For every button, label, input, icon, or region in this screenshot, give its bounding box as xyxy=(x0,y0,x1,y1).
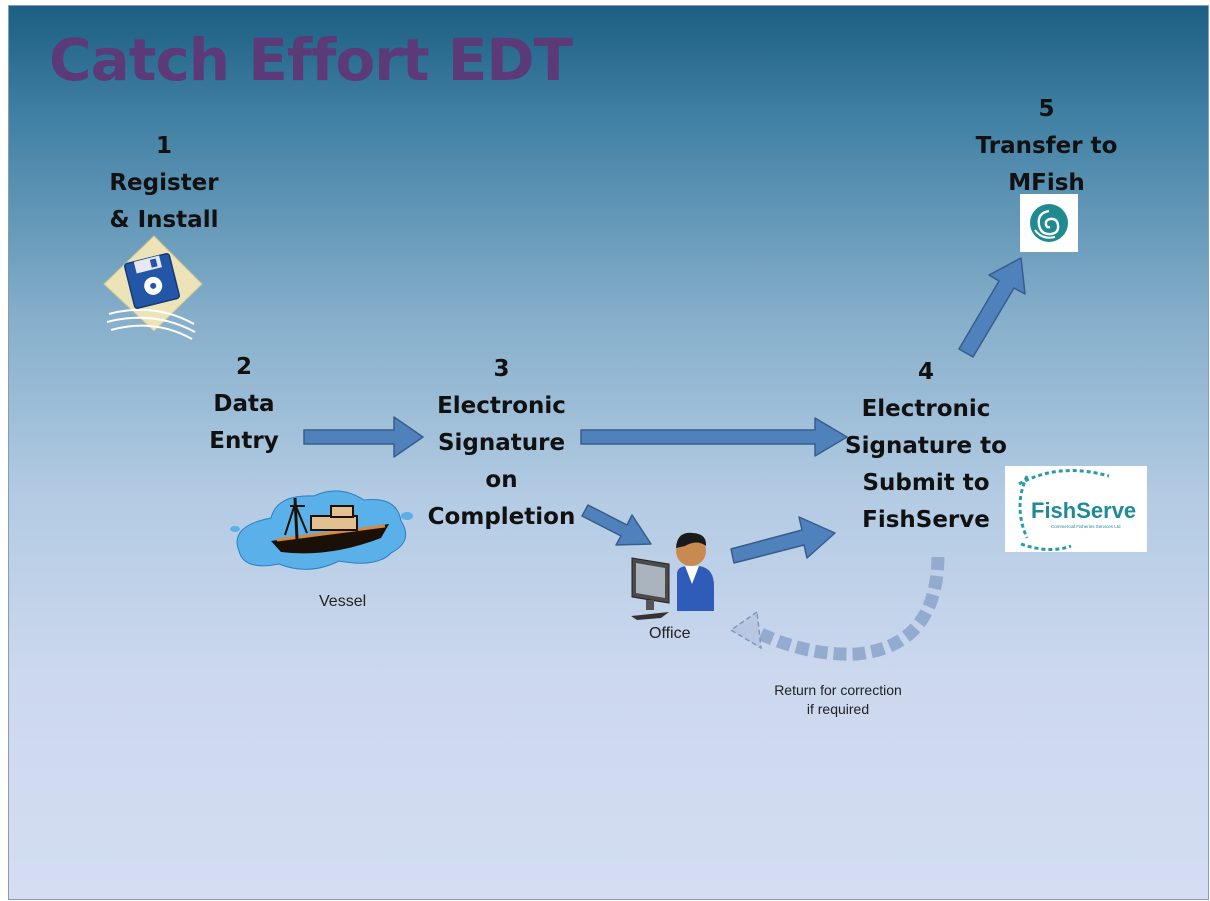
step-3-label: 3 Electronic Signature on Completion xyxy=(424,351,579,536)
floppy-disk-icon xyxy=(103,235,203,340)
step-5-label: 5 Transfer to MFish xyxy=(969,91,1124,202)
arrow-signature-to-submit xyxy=(580,417,848,457)
page-title: Catch Effort EDT xyxy=(49,26,573,94)
step-1-number: 1 xyxy=(155,133,172,159)
slide: Catch Effort EDT 1 Register & Install 2 … xyxy=(8,5,1209,900)
step-4-line1: Electronic xyxy=(861,396,991,422)
return-caption-line1: Return for correction xyxy=(774,682,902,698)
step-1-line1: Register xyxy=(109,170,219,196)
arrow-signature-to-office xyxy=(581,504,652,546)
return-caption-line2: if required xyxy=(806,701,870,717)
step-5-number: 5 xyxy=(1038,96,1055,122)
step-3-line4: Completion xyxy=(427,504,576,530)
boat-icon xyxy=(230,490,413,570)
arrow-data-entry-to-signature xyxy=(303,416,424,458)
arrow-submit-to-transfer xyxy=(958,257,1026,358)
step-2-line1: Data xyxy=(213,391,275,417)
step-3-number: 3 xyxy=(493,356,510,382)
step-1-line2: & Install xyxy=(109,207,219,233)
step-4-line4: FishServe xyxy=(862,507,990,533)
step-1-label: 1 Register & Install xyxy=(104,128,224,239)
step-4-label: 4 Electronic Signature to Submit to Fish… xyxy=(841,354,1011,539)
diagram-graphics: FishServe Commercial Fisheries Services … xyxy=(103,194,1147,661)
step-5-line1: Transfer to xyxy=(975,133,1118,159)
arrow-office-to-submit xyxy=(730,516,836,564)
fishserve-logo-subtext: Commercial Fisheries Services Ltd xyxy=(1051,524,1121,529)
office-caption: Office xyxy=(649,625,691,642)
step-2-label: 2 Data Entry xyxy=(194,349,294,460)
step-3-line3: on xyxy=(485,467,518,493)
vessel-caption: Vessel xyxy=(319,593,367,610)
step-4-number: 4 xyxy=(917,359,934,385)
step-5-line2: MFish xyxy=(1008,170,1085,196)
step-3-line1: Electronic xyxy=(437,393,566,419)
step-4-line3: Submit to xyxy=(862,470,990,496)
step-4-line2: Signature to xyxy=(845,433,1007,459)
fishserve-logo-text: FishServe xyxy=(1031,498,1136,523)
mfish-logo xyxy=(1020,194,1078,252)
fishserve-logo: FishServe Commercial Fisheries Services … xyxy=(1005,466,1147,552)
return-for-correction-arrow xyxy=(729,556,945,661)
office-worker-icon xyxy=(631,532,714,620)
step-2-number: 2 xyxy=(235,354,252,380)
return-caption: Return for correction if required xyxy=(753,681,923,719)
step-3-line2: Signature xyxy=(437,430,566,456)
step-2-line2: Entry xyxy=(209,428,279,454)
